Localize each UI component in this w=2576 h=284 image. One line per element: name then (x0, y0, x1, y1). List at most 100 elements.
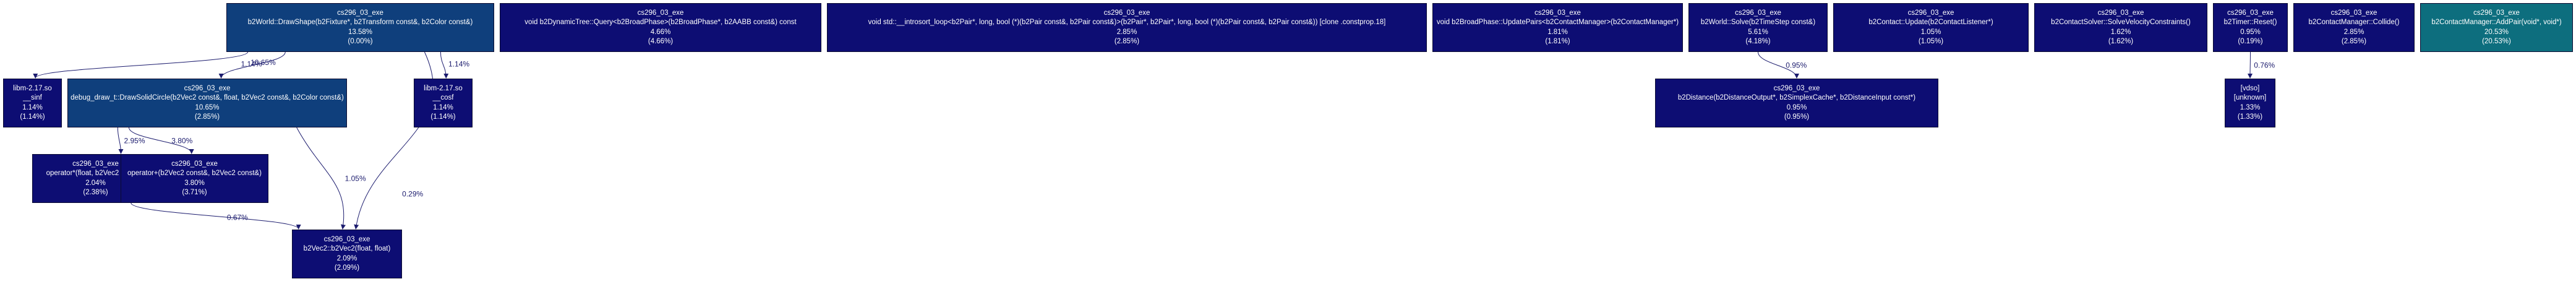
node-module: cs296_03_exe (2473, 9, 2520, 17)
node-vdso[interactable]: [vdso] [unknown] 1.33% (1.33%) (2225, 79, 2275, 127)
node-function: b2Contact::Update(b2ContactListener*) (1868, 19, 1993, 26)
node-total-percent: 3.80% (184, 179, 205, 187)
node-self-percent: (1.14%) (20, 113, 45, 121)
node-sinf[interactable]: libm-2.17.so __sinf 1.14% (1.14%) (3, 79, 62, 127)
node-cosf[interactable]: libm-2.17.so __cosf 1.14% (1.14%) (414, 79, 473, 127)
node-total-percent: 1.14% (22, 103, 43, 111)
edge-drawshape-sinf (33, 51, 249, 79)
node-total-percent: 1.81% (1547, 28, 1568, 36)
node-module: cs296_03_exe (2330, 9, 2377, 17)
node-self-percent: (0.00%) (348, 38, 373, 45)
node-total-percent: 1.05% (1920, 28, 1941, 36)
node-module: cs296_03_exe (1735, 9, 1781, 17)
node-total-percent: 20.53% (2484, 28, 2509, 36)
node-total-percent: 2.85% (2343, 28, 2364, 36)
node-module: cs296_03_exe (2097, 9, 2144, 17)
node-self-percent: (0.19%) (2238, 38, 2263, 45)
node-function: [unknown] (2233, 94, 2267, 101)
node-total-percent: 10.65% (195, 103, 220, 111)
node-self-percent: (1.33%) (2237, 113, 2263, 121)
node-function: b2Timer::Reset() (2223, 19, 2277, 26)
edge-label: 0.67% (227, 213, 248, 222)
edge-label: 3.80% (171, 137, 192, 145)
node-self-percent: (2.85%) (2341, 38, 2367, 45)
edge-label: 1.14% (448, 59, 469, 68)
node-total-percent: 2.09% (336, 254, 357, 262)
edge-circle-opmul (117, 127, 124, 154)
node-function: void b2DynamicTree::Query<b2BroadPhase>(… (524, 19, 797, 26)
edge-drawshape-cosf (440, 51, 449, 79)
node-self-percent: (1.81%) (1545, 38, 1570, 45)
edge-timer-vdso (2248, 51, 2253, 79)
node-total-percent: 1.33% (2240, 103, 2261, 111)
node-function: __cosf (432, 94, 454, 101)
node-function: b2World::DrawShape(b2Fixture*, b2Transfo… (247, 19, 473, 26)
node-module: cs296_03_exe (1773, 84, 1820, 92)
edge-label: 1.14% (241, 59, 262, 68)
node-module: libm-2.17.so (424, 84, 463, 92)
node-module: cs296_03_exe (171, 160, 218, 168)
edge-label: 0.29% (402, 190, 423, 199)
node-self-percent: (1.14%) (430, 113, 456, 121)
node-self-percent: (1.05%) (1918, 38, 1944, 45)
node-self-percent: (0.95%) (1784, 113, 1810, 121)
node-operator-add[interactable]: cs296_03_exe operator+(b2Vec2 const&, b2V… (121, 154, 268, 203)
node-function: operator+(b2Vec2 const&, b2Vec2 const&) (127, 170, 262, 177)
node-function: b2Vec2::b2Vec2(float, float) (303, 245, 391, 252)
node-module: cs296_03_exe (1534, 9, 1581, 17)
node-module: cs296_03_exe (337, 9, 383, 17)
edge-label: 0.95% (1786, 61, 1807, 70)
node-function: b2ContactSolver::SolveVelocityConstraint… (2051, 19, 2191, 26)
edge-label: 1.05% (345, 174, 366, 183)
node-self-percent: (2.38%) (83, 189, 108, 196)
node-self-percent: (1.62%) (2108, 38, 2134, 45)
node-module: cs296_03_exe (72, 160, 119, 168)
node-total-percent: 5.61% (1748, 28, 1768, 36)
edge-label: 10.65% (250, 58, 276, 67)
node-function: void std::__introsort_loop<b2Pair*, long… (868, 19, 1386, 26)
node-total-percent: 4.66% (650, 28, 671, 36)
node-function: __sinf (23, 94, 42, 101)
node-self-percent: (2.85%) (194, 113, 220, 121)
node-function: b2ContactManager::AddPair(void*, void*) (2431, 19, 2562, 26)
node-total-percent: 0.95% (1786, 103, 1807, 111)
node-module: libm-2.17.so (13, 84, 52, 92)
edge-circle-opadd (128, 127, 194, 154)
node-module: cs296_03_exe (1103, 9, 1150, 17)
node-function: debug_draw_t::DrawSolidCircle(b2Vec2 con… (71, 94, 344, 101)
node-function: b2Distance(b2DistanceOutput*, b2SimplexC… (1677, 94, 1916, 101)
edge-label: 2.95% (124, 137, 145, 145)
edge-solve-distance (1758, 51, 1799, 79)
edge-label: 0.76% (2254, 61, 2275, 70)
node-function: void b2BroadPhase::UpdatePairs<b2Contact… (1436, 19, 1679, 26)
node-module: cs296_03_exe (184, 84, 231, 92)
node-self-percent: (4.66%) (648, 38, 674, 45)
node-self-percent: (20.53%) (2482, 38, 2511, 45)
node-self-percent: (2.85%) (1114, 38, 1140, 45)
node-function: operator*(float, b2Vec2 const&) (46, 170, 145, 177)
node-self-percent: (4.18%) (1745, 38, 1771, 45)
node-function: b2World::Solve(b2TimeStep const&) (1700, 19, 1816, 26)
node-module: [vdso] (2240, 84, 2260, 92)
node-b2distance[interactable]: cs296_03_exe b2Distance(b2DistanceOutput*… (1655, 79, 1938, 127)
node-total-percent: 13.58% (348, 28, 372, 36)
node-self-percent: (3.71%) (182, 189, 207, 196)
node-total-percent: 2.85% (1116, 28, 1137, 36)
node-self-percent: (2.09%) (334, 264, 360, 272)
node-total-percent: 1.62% (2110, 28, 2131, 36)
node-total-percent: 1.14% (433, 103, 453, 111)
node-total-percent: 0.95% (2240, 28, 2261, 36)
